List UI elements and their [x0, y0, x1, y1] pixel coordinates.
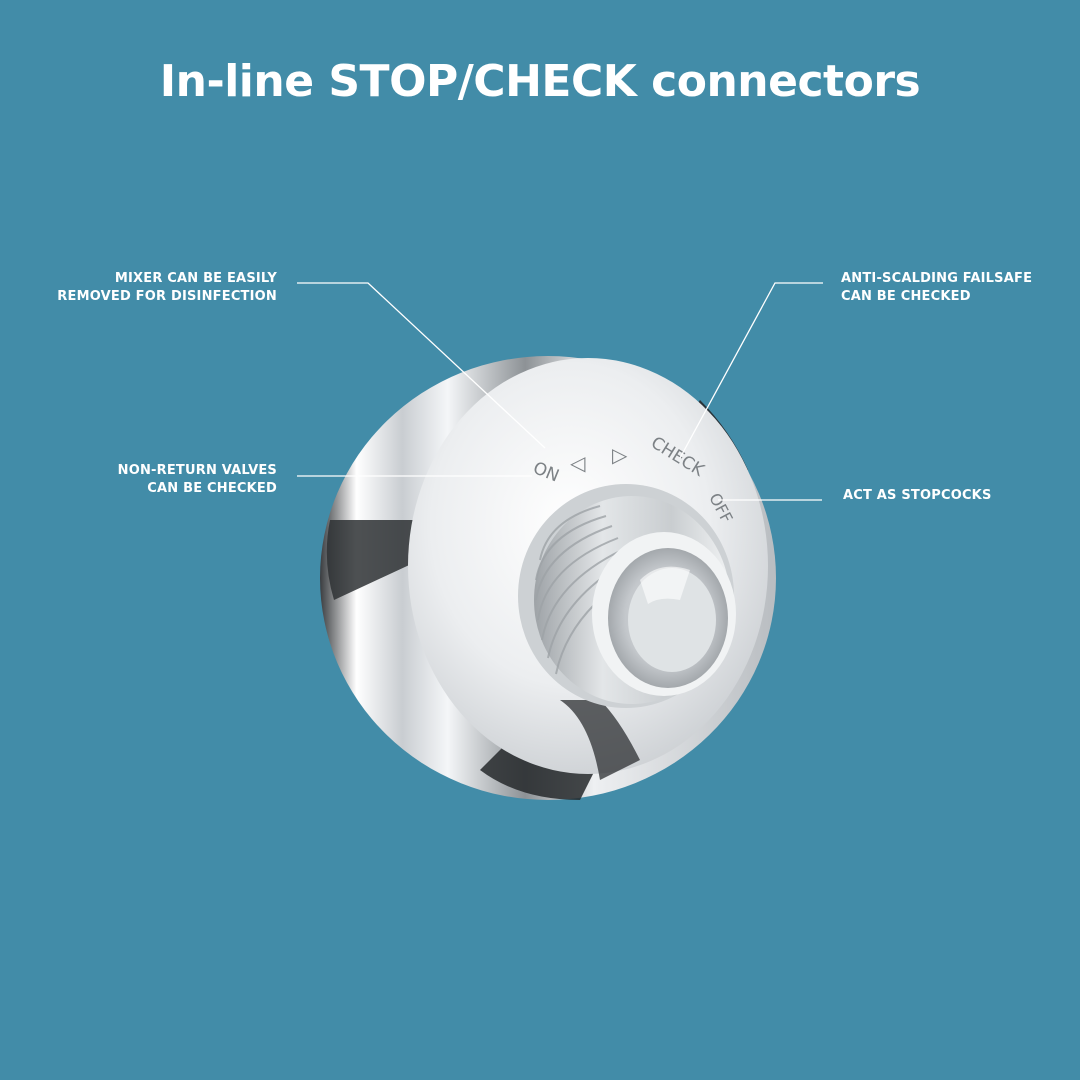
- threaded-spigot: [518, 484, 736, 708]
- callout-antiscald-line1: ANTI-SCALDING FAILSAFE: [841, 271, 1033, 286]
- callout-mixer-line1: MIXER CAN BE EASILY: [114, 271, 277, 286]
- callout-stopcocks-line1: ACT AS STOPCOCKS: [843, 488, 992, 503]
- callout-non-return-valves: NON-RETURN VALVES CAN BE CHECKED: [118, 462, 277, 498]
- leader-line-antiscald: [679, 282, 823, 459]
- page-title: In-line STOP/CHECK connectors: [159, 56, 921, 107]
- callout-anti-scalding: ANTI-SCALDING FAILSAFE CAN BE CHECKED: [841, 270, 1032, 306]
- callout-antiscald-line2: CAN BE CHECKED: [841, 289, 971, 304]
- callout-stopcocks: ACT AS STOPCOCKS: [843, 487, 992, 505]
- leader-lines: [297, 282, 823, 501]
- callout-mixer-removal: MIXER CAN BE EASILY REMOVED FOR DISINFEC…: [57, 270, 277, 306]
- callout-nonreturn-line2: CAN BE CHECKED: [147, 481, 277, 496]
- leader-line-mixer: [297, 282, 546, 449]
- dial-arrow-right: ▷: [612, 443, 628, 467]
- callout-nonreturn-line1: NON-RETURN VALVES: [117, 463, 277, 478]
- callout-mixer-line2: REMOVED FOR DISINFECTION: [57, 289, 277, 304]
- dial-arrow-left: ◁: [569, 451, 586, 475]
